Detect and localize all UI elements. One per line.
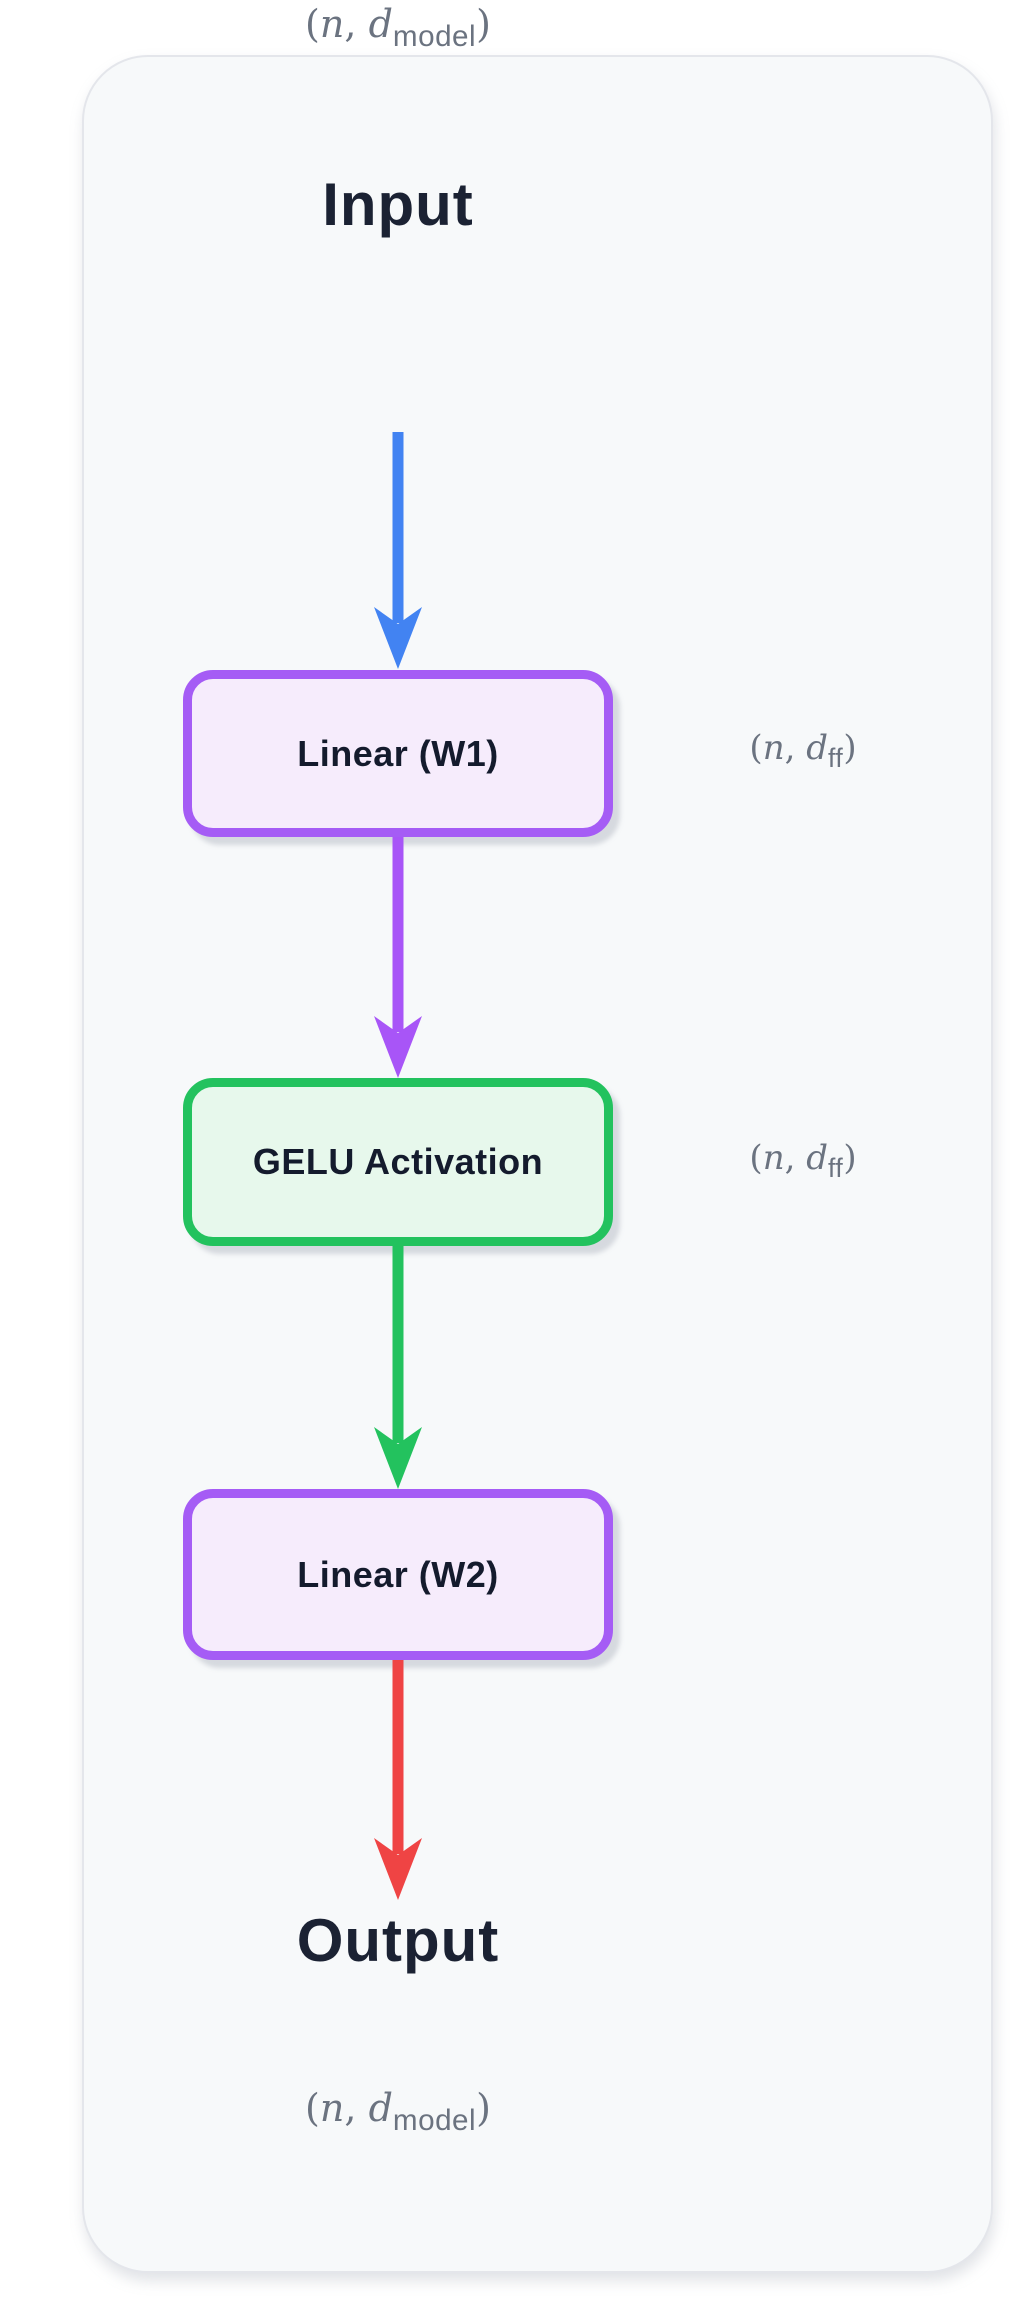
node-linear-w1: Linear (W1): [183, 670, 613, 837]
node-label: GELU Activation: [252, 1141, 544, 1182]
arrow-shaft: [392, 1246, 404, 1443]
arrow-shaft: [392, 1660, 404, 1854]
var-n: n: [762, 1138, 785, 1178]
var-d: d: [806, 728, 829, 768]
node-linear-w2: Linear (W2): [183, 1489, 613, 1660]
var-d: d: [806, 1138, 829, 1178]
subscript-ff: ff: [828, 742, 844, 773]
comma: ,: [784, 1138, 796, 1178]
paren-close: ): [476, 2086, 491, 2130]
arrow-input-to-w1-icon: [374, 432, 422, 669]
input-shape-annotation: (n,dmodel): [173, 0, 623, 52]
arrowhead: [374, 1427, 422, 1489]
arrow-w1-to-gelu-icon: [374, 837, 422, 1078]
node-label: Linear (W2): [297, 1553, 499, 1595]
paren-open: (: [305, 2086, 320, 2130]
arrowhead: [374, 607, 422, 669]
var-d: d: [368, 2086, 393, 2130]
input-label: Input: [322, 171, 474, 238]
arrow-shaft: [392, 837, 404, 1032]
arrow-gelu-to-w2-icon: [374, 1246, 422, 1489]
w1-output-shape-annotation: (n,dff): [668, 726, 938, 771]
arrow-w2-to-output-icon: [374, 1660, 422, 1900]
paren-open: (: [749, 1138, 763, 1178]
comma: ,: [784, 728, 796, 768]
gelu-output-shape-annotation: (n,dff): [668, 1136, 938, 1181]
var-n: n: [319, 2, 345, 46]
arrow-shaft: [392, 432, 404, 623]
arrowhead: [374, 1838, 422, 1900]
paren-open: (: [305, 2, 320, 46]
paren-open: (: [749, 728, 763, 768]
subscript-model: model: [392, 19, 477, 53]
output-label: Output: [296, 1907, 500, 1974]
paren-close: ): [843, 728, 857, 768]
var-n: n: [319, 2086, 345, 2130]
var-n: n: [762, 728, 785, 768]
subscript-model: model: [392, 2103, 477, 2137]
node-gelu-activation: GELU Activation: [183, 1078, 613, 1246]
arrowhead: [374, 1016, 422, 1078]
paren-close: ): [476, 2, 491, 46]
comma: ,: [344, 2086, 357, 2130]
paren-close: ): [843, 1138, 857, 1178]
node-label: Linear (W1): [297, 732, 499, 774]
output-shape-annotation: (n,dmodel): [173, 2084, 623, 2136]
comma: ,: [344, 2, 357, 46]
subscript-ff: ff: [828, 1152, 844, 1183]
var-d: d: [368, 2, 393, 46]
